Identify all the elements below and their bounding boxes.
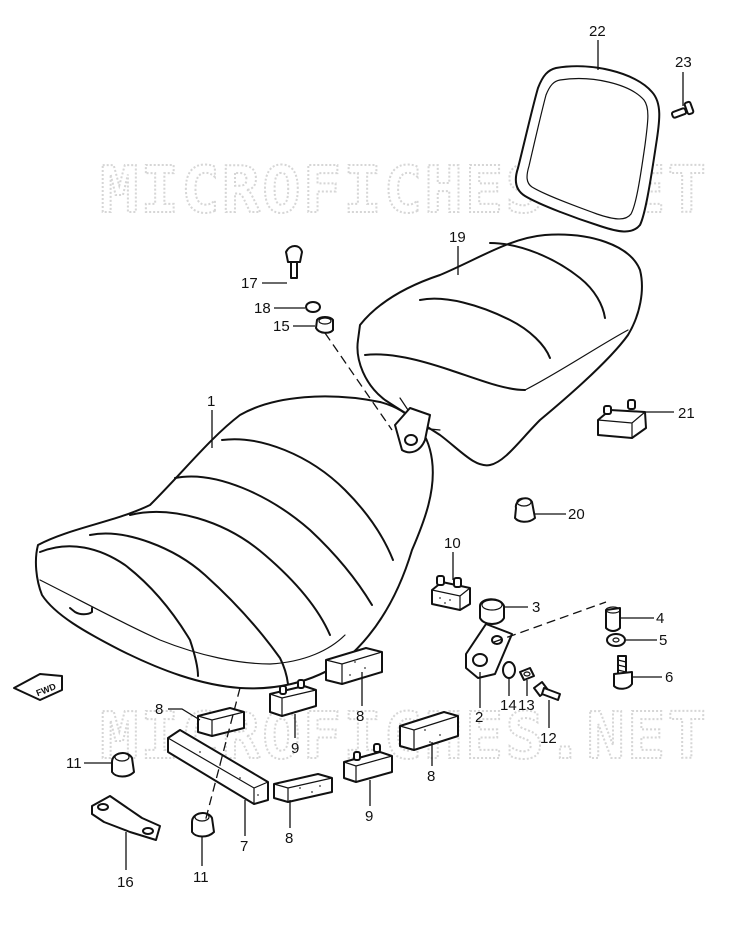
assembly-line-nut xyxy=(324,332,393,431)
bracket-10 xyxy=(431,575,471,611)
callout-9-upper: 9 xyxy=(291,740,299,757)
assembly-line-grommet xyxy=(204,687,241,823)
callout-2: 2 xyxy=(475,709,483,726)
washer-5 xyxy=(606,633,626,647)
callout-18: 18 xyxy=(254,300,271,317)
grommet-11-bottom xyxy=(191,812,215,838)
callout-10: 10 xyxy=(444,535,461,552)
callout-11-left: 11 xyxy=(66,755,82,772)
callout-7: 7 xyxy=(240,838,248,855)
main-seat xyxy=(34,395,434,690)
backrest-pad xyxy=(514,65,661,233)
callout-23: 23 xyxy=(675,54,692,71)
bracket-16 xyxy=(91,795,161,841)
washer-14 xyxy=(502,661,516,679)
grommet-20 xyxy=(514,497,536,523)
callout-20: 20 xyxy=(568,506,585,523)
plate-2 xyxy=(465,623,513,679)
callout-17: 17 xyxy=(241,275,258,292)
cushion-8-upper-right xyxy=(325,647,383,685)
spacer-9-lower xyxy=(343,743,393,783)
bolt-6 xyxy=(613,655,633,690)
callout-6: 6 xyxy=(665,669,673,686)
callout-19: 19 xyxy=(449,229,466,246)
seat-hook-hole xyxy=(404,434,418,446)
callout-1: 1 xyxy=(207,393,215,410)
callout-22: 22 xyxy=(589,23,606,40)
damper-3 xyxy=(479,598,505,625)
callout-21: 21 xyxy=(678,405,695,422)
callout-14: 14 xyxy=(500,697,517,714)
nut-15 xyxy=(315,316,334,334)
callout-5: 5 xyxy=(659,632,667,649)
callout-11-bottom: 11 xyxy=(193,869,209,886)
spacer-9-upper xyxy=(269,679,317,717)
leader-8-left xyxy=(168,708,201,721)
cushion-8-lower-right xyxy=(399,711,459,751)
callout-8-lower: 8 xyxy=(427,768,435,785)
washer-18 xyxy=(305,301,321,313)
assembly-line-plate xyxy=(493,601,607,643)
seat-hook xyxy=(394,407,431,454)
cushion-8-bottom xyxy=(273,773,333,803)
screw-23 xyxy=(670,100,695,119)
callout-15: 15 xyxy=(273,318,290,335)
collar-4 xyxy=(605,606,621,632)
callout-8-upper: 8 xyxy=(356,708,364,725)
fwd-arrow: FWD xyxy=(13,673,63,701)
callout-12: 12 xyxy=(540,730,557,747)
callout-13: 13 xyxy=(518,697,535,714)
callout-4: 4 xyxy=(656,610,664,627)
bolt-12 xyxy=(533,681,561,701)
grommet-11-left xyxy=(111,752,135,778)
bolt-17 xyxy=(285,245,303,279)
nut-13 xyxy=(519,667,535,681)
stopper-block-21 xyxy=(597,399,647,439)
callout-16: 16 xyxy=(117,874,134,891)
callout-9-lower: 9 xyxy=(365,808,373,825)
callout-3: 3 xyxy=(532,599,540,616)
callout-8-left: 8 xyxy=(155,701,163,718)
callout-8-bottom: 8 xyxy=(285,830,293,847)
